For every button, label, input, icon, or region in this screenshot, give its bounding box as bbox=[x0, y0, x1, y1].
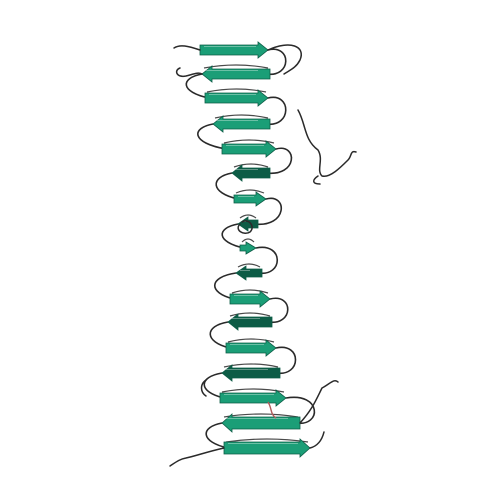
coil-tail bbox=[267, 44, 302, 75]
coil-backbone bbox=[233, 163, 269, 168]
coil-loop bbox=[215, 172, 239, 200]
coil-loop bbox=[214, 272, 237, 300]
coil-loop bbox=[267, 297, 289, 323]
beta-strand-arrow bbox=[219, 389, 287, 407]
beta-strand-arrow bbox=[235, 265, 263, 281]
beta-strand-arrow bbox=[221, 140, 277, 158]
beta-strand-arrow bbox=[204, 89, 269, 107]
coil-tail bbox=[297, 109, 357, 177]
coil-backbone bbox=[221, 388, 285, 393]
coil-loop bbox=[265, 96, 287, 125]
coil-loop bbox=[205, 422, 229, 449]
beta-strand-arrow bbox=[231, 164, 271, 182]
beta-strand-arrow bbox=[229, 290, 271, 308]
coil-backbone bbox=[223, 413, 299, 418]
coil-tail bbox=[173, 45, 201, 51]
coil-backbone bbox=[239, 214, 257, 219]
coil-backbone bbox=[227, 338, 275, 343]
coil-tail bbox=[169, 447, 225, 467]
coil-loop bbox=[209, 321, 231, 349]
coil-backbone bbox=[235, 189, 265, 194]
coil-tail bbox=[299, 379, 339, 424]
coil-backbone bbox=[231, 289, 269, 294]
terminal-tails bbox=[169, 44, 357, 467]
beta-strand-arrow bbox=[221, 364, 281, 382]
beta-strand-arrow bbox=[199, 41, 269, 59]
coil-tail bbox=[313, 175, 321, 185]
beta-strand-arrow bbox=[239, 241, 257, 255]
coil-backbone bbox=[229, 312, 271, 317]
coil-loop bbox=[203, 372, 225, 399]
beta-strands bbox=[199, 41, 311, 458]
coil-loop bbox=[265, 48, 287, 75]
coil-loop bbox=[265, 147, 293, 174]
beta-strand-arrow bbox=[201, 65, 271, 83]
coil-backbone bbox=[223, 363, 279, 368]
coil-backbone bbox=[206, 88, 267, 93]
coil-tail bbox=[200, 379, 207, 397]
coil-backbone bbox=[237, 263, 261, 268]
coil-loop bbox=[253, 197, 282, 225]
beta-strand-arrow bbox=[233, 191, 267, 207]
coil-loop bbox=[185, 73, 210, 99]
coil-backbone bbox=[241, 238, 255, 243]
beta-strand-arrow bbox=[223, 438, 311, 458]
coil-loop bbox=[275, 346, 297, 374]
beta-strand-arrow bbox=[212, 115, 271, 133]
coil-backbone bbox=[214, 114, 269, 119]
coil-loop bbox=[285, 396, 316, 424]
coil-loop bbox=[197, 123, 227, 150]
beta-strand-arrow bbox=[227, 313, 273, 331]
beta-strand-arrow bbox=[221, 413, 301, 433]
coil-tail bbox=[237, 220, 253, 235]
beta-strand-arrow bbox=[237, 216, 259, 232]
accent-coil bbox=[267, 401, 277, 419]
beta-strand-arrow bbox=[225, 339, 277, 357]
coil-loop bbox=[255, 246, 279, 274]
coil-backbone bbox=[225, 438, 309, 443]
coil-tail bbox=[175, 67, 203, 78]
coil-loop bbox=[221, 223, 245, 249]
coil-backbone bbox=[223, 139, 275, 144]
coil-backbone bbox=[203, 64, 269, 69]
coil-loops bbox=[185, 48, 316, 449]
coil-tail bbox=[309, 431, 325, 449]
